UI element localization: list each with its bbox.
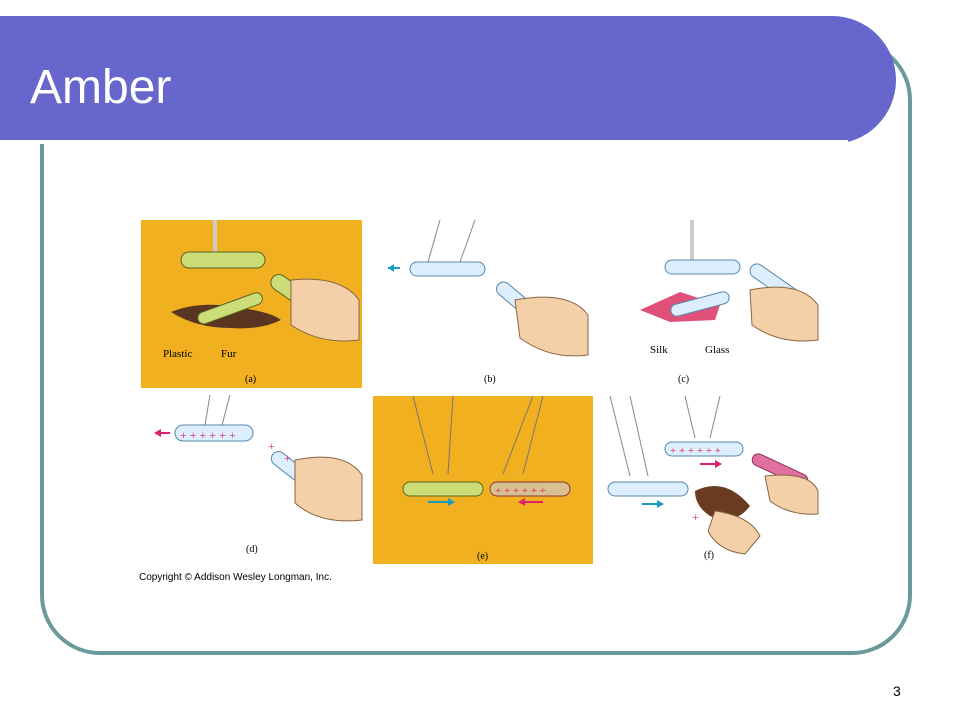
panel-c-silk-label: Silk — [650, 344, 668, 356]
title-underline — [0, 140, 848, 144]
panel-a-plastic-label: Plastic — [163, 348, 192, 360]
svg-text:+ + + + + +: + + + + + + — [495, 485, 546, 497]
svg-text:+ + + + + +: + + + + + + — [670, 445, 721, 457]
svg-text:+: + — [284, 451, 291, 465]
panel-c-glass-label: Glass — [705, 344, 729, 356]
panel-a-illustration: Plastic Fur (a) — [141, 220, 362, 388]
panel-e-caption: (e) — [477, 551, 488, 562]
copyright-notice: Copyright © Addison Wesley Longman, Inc. — [139, 572, 332, 583]
panel-c-caption: (c) — [678, 374, 689, 385]
svg-text:+ + + + + +: + + + + + + — [180, 428, 236, 442]
title-bar: Amber — [0, 16, 896, 144]
panel-a-fur-label: Fur — [221, 348, 237, 360]
panel-b-caption: (b) — [484, 374, 496, 385]
panel-f-caption: (f) — [704, 550, 714, 561]
svg-text:+: + — [268, 439, 275, 453]
panel-a-caption: (a) — [245, 374, 256, 385]
panel-c-illustration: Silk Glass (c) — [640, 220, 819, 385]
slide-title: Amber — [30, 61, 172, 114]
panel-b-illustration: (b) — [388, 220, 589, 385]
panel-d-caption: (d) — [246, 544, 258, 555]
panel-f-illustration: + + + + + + + (f) — [607, 396, 819, 561]
page-number: 3 — [893, 683, 901, 699]
panel-d-illustration: + + + + + + + + + (d) — [154, 395, 363, 555]
panel-e-illustration: + + + + + + (e) — [373, 396, 593, 564]
svg-text:+: + — [692, 510, 699, 524]
